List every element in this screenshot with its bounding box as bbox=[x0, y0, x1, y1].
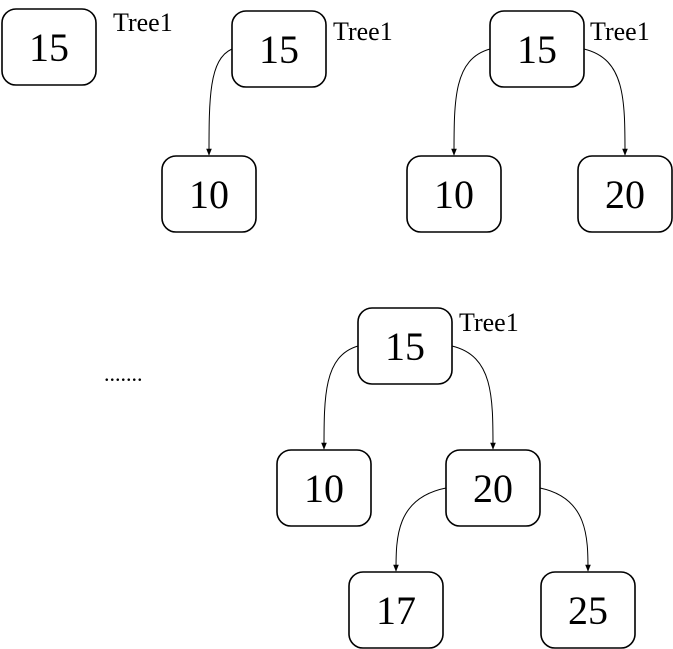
tree-node-15: 15 bbox=[1, 8, 97, 86]
edge-d20-d17 bbox=[393, 487, 447, 572]
edge-c15-c10 bbox=[451, 48, 491, 156]
node-value: 10 bbox=[434, 172, 474, 217]
tree-label: Tree1 bbox=[590, 17, 650, 46]
node-value: 15 bbox=[29, 25, 69, 70]
node-value: 15 bbox=[517, 27, 557, 72]
node-box bbox=[231, 10, 327, 88]
tree-label: Tree1 bbox=[113, 8, 173, 37]
tree-node-10: 10 bbox=[276, 449, 372, 527]
node-value: 17 bbox=[376, 588, 416, 633]
tree-node-17: 17 bbox=[348, 571, 444, 649]
edge-b15-b10 bbox=[206, 48, 233, 156]
tree-node-15: 15 bbox=[489, 10, 585, 88]
edge-d15-d20 bbox=[451, 345, 496, 450]
node-value: 15 bbox=[385, 324, 425, 369]
tree-node-10: 10 bbox=[161, 155, 257, 233]
tree-node-15: 15 bbox=[231, 10, 327, 88]
node-box bbox=[276, 449, 372, 527]
node-value: 15 bbox=[259, 27, 299, 72]
ellipsis: ....... bbox=[104, 361, 143, 386]
tree-node-15: 15 bbox=[357, 307, 453, 385]
node-box bbox=[577, 155, 673, 233]
node-box bbox=[445, 449, 541, 527]
edge-d20-d25 bbox=[539, 487, 591, 572]
node-value: 20 bbox=[473, 466, 513, 511]
nodes-layer: 15 15 10 15 10 20 15 10 20 17 25 bbox=[1, 8, 673, 649]
tree-node-10: 10 bbox=[406, 155, 502, 233]
node-value: 10 bbox=[189, 172, 229, 217]
node-box bbox=[489, 10, 585, 88]
node-box bbox=[540, 571, 636, 649]
node-box bbox=[357, 307, 453, 385]
tree-node-20: 20 bbox=[577, 155, 673, 233]
node-box bbox=[348, 571, 444, 649]
edge-c15-c20 bbox=[583, 48, 628, 156]
tree-label: Tree1 bbox=[459, 308, 519, 337]
node-value: 20 bbox=[605, 172, 645, 217]
tree-node-25: 25 bbox=[540, 571, 636, 649]
tree-node-20: 20 bbox=[445, 449, 541, 527]
node-box bbox=[406, 155, 502, 233]
edge-d15-d10 bbox=[321, 345, 359, 450]
node-value: 25 bbox=[568, 588, 608, 633]
edges-layer bbox=[206, 48, 628, 572]
tree-label: Tree1 bbox=[333, 17, 393, 46]
node-box bbox=[1, 8, 97, 86]
node-value: 10 bbox=[304, 466, 344, 511]
node-box bbox=[161, 155, 257, 233]
